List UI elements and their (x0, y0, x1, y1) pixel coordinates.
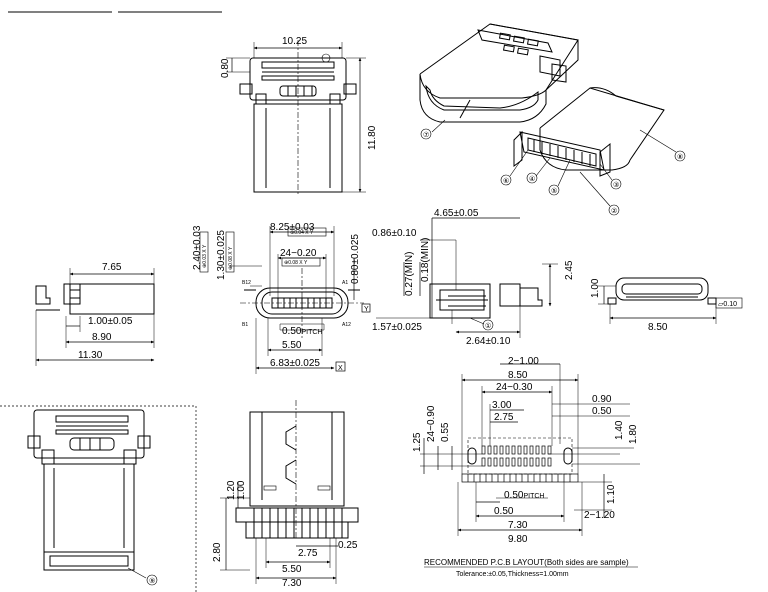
dim-pcb-l240: 24−0.90 (426, 405, 437, 442)
view-pcb-layout (420, 363, 640, 536)
pcb-hatched-pads (461, 473, 579, 483)
view-side-section (376, 217, 558, 338)
dim-pcb-2120: 2−1.20 (584, 510, 615, 521)
dim-v1-height: 11.80 (367, 125, 378, 150)
dim-b-730: 7.30 (282, 578, 302, 589)
balloon-5: ⑤ (551, 187, 557, 195)
datum-y: Y (364, 306, 369, 313)
dim-v3-mid: 24−0.20 (280, 248, 317, 259)
dim-pcb-2100: 2−1.00 (508, 356, 539, 367)
view-3d-top (419, 23, 579, 140)
dimension-labels: 10.25 11.80 0.80 7.65 1.00±0.05 8.90 11.… (78, 36, 737, 589)
pin-label-b1: B1 (242, 322, 248, 328)
dim-pcb-275: 2.75 (494, 412, 514, 423)
dim-pcb-b980: 9.80 (508, 534, 528, 545)
dim-v3-l1: 2.40±0.03 (192, 225, 203, 270)
dim-v3-right: 0.80±0.025 (350, 234, 361, 284)
dim-pcb-b730: 7.30 (508, 520, 528, 531)
dim-v2-b: 8.90 (92, 332, 112, 343)
view-detail-box (0, 405, 197, 592)
dim-pcb-pins: 24−0.30 (496, 382, 533, 393)
dim-pcb-r090: 0.90 (592, 394, 612, 405)
dim-v2-a: 1.00±0.05 (88, 316, 133, 327)
view-front-top (226, 40, 366, 196)
dim-pcb-top: 8.50 (508, 370, 528, 381)
dim-v3-b2: 6.83±0.025 (270, 358, 320, 369)
dim-pcb-110: 1.10 (606, 484, 617, 504)
balloon-7: ⑦ (423, 131, 429, 139)
dim-b-025: 0.25 (338, 540, 358, 551)
dim-v4-h: 2.45 (564, 260, 575, 280)
dim-pcb-l125: 1.25 (412, 432, 423, 452)
balloon-4: ④ (529, 175, 535, 183)
dim-v3-pitch-label: PITCH (301, 329, 322, 336)
dim-v1-width: 10.25 (282, 36, 307, 47)
dim-b-100: 1.00 (236, 480, 247, 500)
balloon-3: ③ (613, 181, 619, 189)
dim-pcb-pitch: 0.50PITCH (504, 490, 544, 501)
pin-label-a1: A1 (342, 280, 348, 286)
view-front-face (199, 226, 371, 374)
dim-v1-thickness: 0.80 (220, 58, 231, 78)
gd-v3-l1: ⊕0.03 X Y (202, 244, 208, 268)
datum-x: X (338, 365, 343, 372)
dim-v3-l2: 1.30±0.025 (216, 230, 227, 280)
balloon-8: ⑧ (677, 153, 683, 161)
gd-v5-flatness: ▱0.10 (718, 301, 737, 308)
pin-label-b12: B12 (242, 280, 251, 286)
dim-pcb-r180: 1.80 (628, 424, 639, 444)
pin-label-a12: A12 (342, 322, 351, 328)
view-end (598, 277, 743, 324)
balloon-9: ⑨ (149, 578, 155, 585)
dim-v3-top: 8.25±0.03 (270, 222, 315, 233)
dim-v2-length: 7.65 (102, 262, 122, 273)
pcb-pad-row-bottom (481, 457, 552, 467)
dim-v4-c: 0.18(MIN) (420, 238, 431, 282)
balloon-1: ① (485, 322, 491, 330)
dim-v4-e: 2.64±0.10 (466, 336, 511, 347)
dim-v4-b: 0.27(MIN) (404, 252, 415, 296)
dim-pcb-pitch-value: 0.50 (504, 490, 524, 501)
part-balloons: ① ② ③ ④ ⑤ ⑥ ⑦ ⑧ ⑨ (149, 131, 683, 585)
dim-b-275: 2.75 (298, 548, 318, 559)
dim-v3-b1: 5.50 (282, 340, 302, 351)
pcb-caption-title: RECOMMENDED P.C.B LAYOUT(Both sides are … (424, 558, 629, 567)
dim-b-550: 5.50 (282, 564, 302, 575)
dim-pcb-300: 3.00 (492, 400, 512, 411)
dim-v4-top: 4.65±0.05 (434, 208, 479, 219)
balloon-6: ⑥ (503, 177, 509, 185)
view-side (35, 268, 155, 366)
balloon-2: ② (611, 208, 617, 215)
dim-b-120: 1.20 (226, 480, 237, 500)
dim-v5-w: 8.50 (648, 322, 668, 333)
dim-v3-pitch-value: 0.50 (282, 326, 302, 337)
gd-v3-l2: ⊕0.08 X Y (228, 246, 234, 270)
pcb-caption-note: Tolerance:±0.05,Thickness=1.00mm (456, 571, 569, 578)
view-3d-bottom (500, 87, 686, 216)
gd-v3-mid: ⊕0.08 X Y (284, 260, 308, 266)
dim-pcb-r140: 1.40 (614, 420, 625, 440)
dim-v3-pitch: 0.50PITCH (282, 326, 322, 337)
dim-pcb-pitch-label: PITCH (523, 493, 544, 500)
pcb-pad-row-top (481, 445, 552, 455)
dim-v4-d: 1.57±0.025 (372, 322, 422, 333)
dim-v5-h: 1.00 (590, 278, 601, 298)
dim-v4-a: 0.86±0.10 (372, 228, 417, 239)
dim-pcb-l055: 0.55 (440, 422, 451, 442)
dim-pcb-r050: 0.50 (592, 406, 612, 417)
dim-b-280: 2.80 (212, 542, 223, 562)
view-bottom (220, 400, 359, 584)
dim-pcb-b050: 0.50 (494, 506, 514, 517)
dim-v2-c: 11.30 (78, 350, 103, 361)
gd-v3-top: ⊕0.04 X Y (290, 230, 314, 236)
